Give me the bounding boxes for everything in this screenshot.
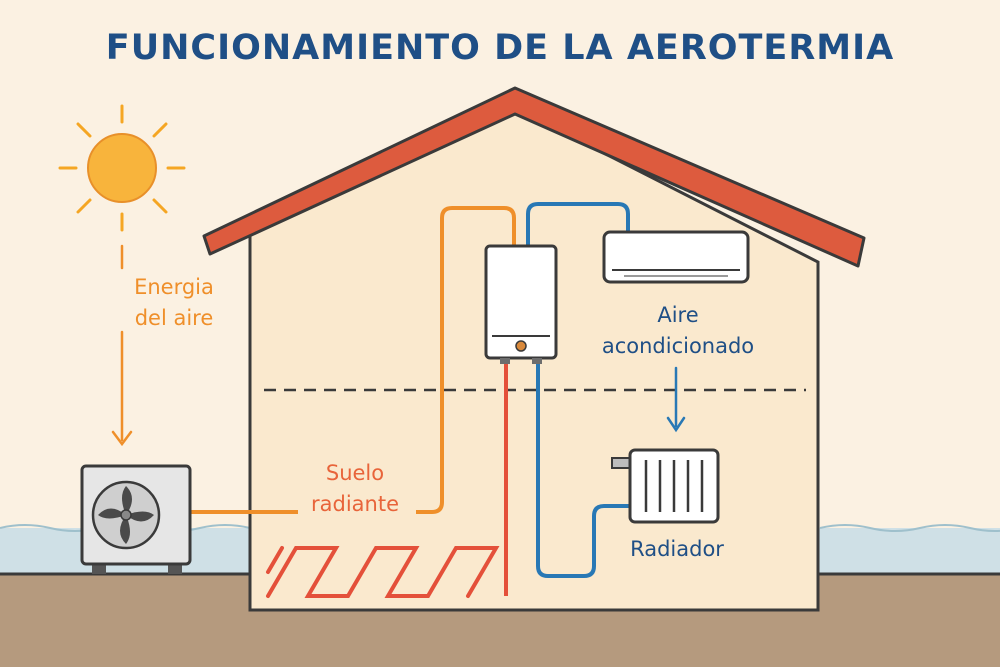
- air-conditioner-icon[interactable]: [602, 230, 750, 284]
- underfloor-heating-coils: [266, 546, 500, 598]
- page-title: FUNCIONAMIENTO DE LA AEROTERMIA: [105, 28, 895, 68]
- energy-label: Energia del aire: [134, 275, 214, 330]
- hot-water-pipe: [416, 206, 516, 514]
- radiator-label: Radiador: [630, 537, 724, 561]
- energy-arrow: [111, 244, 133, 447]
- underfloor-label: Suelo radiante: [311, 461, 399, 516]
- heat-pump-unit-icon[interactable]: [80, 464, 192, 574]
- radiator-return-pipe: [536, 360, 632, 578]
- house-roof: [202, 86, 866, 268]
- sun-icon: [58, 104, 186, 232]
- boiler-unit-icon[interactable]: [484, 244, 558, 364]
- ac-label: Aire acondicionado: [601, 303, 755, 358]
- cold-water-pipe: [526, 202, 630, 248]
- radiator-icon[interactable]: [611, 448, 720, 524]
- ac-arrow: [666, 366, 686, 433]
